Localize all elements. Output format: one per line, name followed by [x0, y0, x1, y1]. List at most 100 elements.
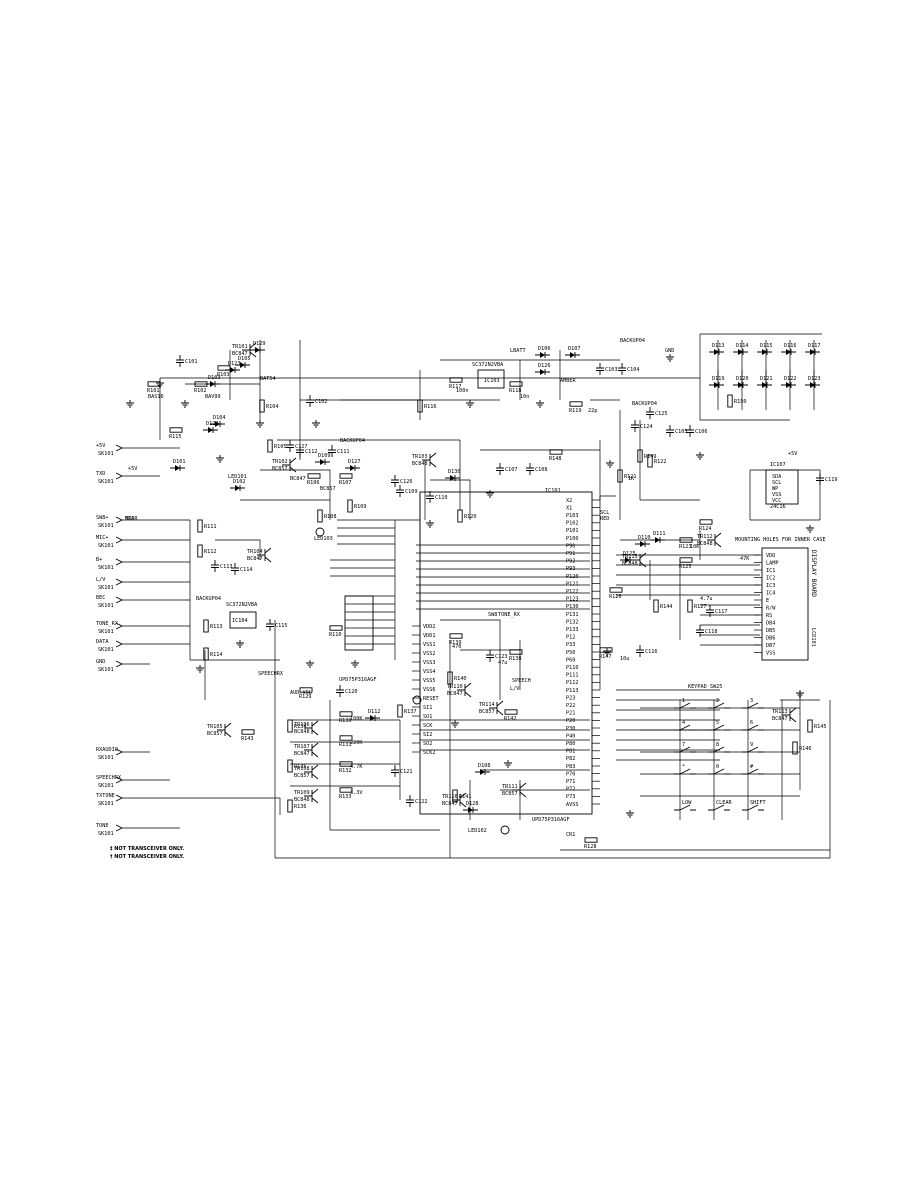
- eeprom-pin-label: VCC: [772, 498, 781, 504]
- transistor-symbol: [217, 722, 232, 738]
- diode-bar: [345, 465, 360, 471]
- mcu-pin-label: P82: [566, 756, 575, 762]
- mcu-pin-label: VSS2: [423, 651, 436, 657]
- diode-ref: D114: [736, 343, 749, 349]
- keypad-switch: [674, 724, 696, 731]
- capacitor-plates: [526, 463, 534, 475]
- diode-bar: [565, 352, 580, 358]
- transistor-ref: TR109: [294, 790, 310, 796]
- ground-symbol: [466, 400, 474, 408]
- led-ref: LED103: [314, 536, 333, 542]
- mcu-pin-label: VDD2: [423, 624, 436, 630]
- mcu-pin-label: P130: [566, 604, 579, 610]
- ground-symbol: [451, 720, 459, 728]
- capacitor-ref: C104: [627, 367, 640, 373]
- capacitor-plates: [426, 491, 434, 503]
- resistor-ref: R147: [599, 654, 612, 660]
- diode-ref: D116: [784, 343, 797, 349]
- capacitor-ref: C116: [645, 649, 658, 655]
- transistor-ref: TR114: [479, 702, 495, 708]
- lcd-pin-label: IC1: [766, 568, 775, 574]
- resistor-body: [792, 741, 798, 755]
- ground-symbol: [126, 400, 134, 408]
- net-label: AMBER: [560, 378, 576, 384]
- capacitor-plates: [306, 395, 314, 407]
- keypad-switch: [742, 724, 764, 731]
- capacitor-ref: C107: [505, 467, 518, 473]
- part-value: 100n: [456, 388, 469, 394]
- net-label: SDA: [125, 516, 135, 522]
- resistor-body: [147, 381, 161, 387]
- part-value: 4.7K: [350, 764, 363, 770]
- capacitor-ref: C118: [705, 629, 718, 635]
- resistor-ref: R109: [354, 504, 367, 510]
- capacitor-ref: C105: [675, 429, 688, 435]
- capacitor-plates: [706, 605, 714, 617]
- keypad-key-label: 6: [750, 720, 753, 726]
- net-label: BACKUP04: [620, 338, 645, 344]
- mcu-pin-label: P22: [566, 703, 575, 709]
- footnote-2: † NOT TRANSCEIVER ONLY.: [110, 854, 184, 860]
- diode-ref: D122: [784, 376, 797, 382]
- capacitor-plates: [328, 445, 336, 457]
- diode-ref: D103: [208, 375, 221, 381]
- resistor-ref: R137: [404, 709, 417, 715]
- transistor-type: BC848: [622, 561, 638, 567]
- resistor-body: [339, 787, 353, 793]
- eeprom-pin-label: SCL: [772, 480, 781, 486]
- keypad-switch: [708, 724, 730, 731]
- resistor-ref: R121: [624, 474, 637, 480]
- led-ref: LED101: [228, 474, 247, 480]
- keypad-key-label: SHIFT: [750, 800, 766, 806]
- keypad-switch: [674, 768, 696, 775]
- transistor-symbol: [422, 452, 437, 468]
- ground-symbol: [236, 640, 244, 648]
- capacitor-plates: [211, 560, 219, 572]
- part-value: 47u: [498, 660, 507, 666]
- mcu-pin-label: P123: [566, 597, 579, 603]
- connector-label: TONE: [96, 823, 109, 829]
- resistor-ref: R140: [454, 676, 467, 682]
- diode-ref: D121: [760, 376, 773, 382]
- resistor-ref: R118: [509, 388, 522, 394]
- diode-bar: [225, 367, 240, 373]
- resistor-body: [807, 719, 813, 733]
- net-label: LBATT: [510, 348, 526, 354]
- mcu-pin-label: P30: [566, 726, 575, 732]
- diode-ref: D106: [538, 346, 551, 352]
- capacitor-plates: [496, 463, 504, 475]
- connector-label: TXTONE: [96, 793, 115, 799]
- mcu-pin-label: P70: [566, 771, 575, 777]
- capacitor-ref: C101: [185, 359, 198, 365]
- resistor-body: [339, 473, 353, 479]
- connector-pin: [115, 794, 124, 802]
- resistor-ref: R114: [210, 652, 223, 658]
- keypad-switch: [674, 702, 696, 709]
- mcu-pin-label: P110: [566, 665, 579, 671]
- diode-bar: [635, 541, 650, 547]
- ic104-ref: IC104: [232, 618, 248, 624]
- net-label: AUD.VOL: [290, 690, 312, 696]
- lcd-ref: LCD101: [810, 628, 816, 647]
- capacitor-plates: [618, 363, 626, 375]
- lcd-pin-label: R/W: [766, 605, 776, 611]
- connector-ref: SK101: [98, 523, 114, 529]
- resistor-body: [287, 759, 293, 773]
- connector-ref: SK101: [98, 479, 114, 485]
- capacitor-ref: C115: [275, 623, 288, 629]
- resistor-ref: R106: [307, 480, 320, 486]
- mcu-pin-label: P60: [566, 657, 575, 663]
- capacitor-ref: C106: [695, 429, 708, 435]
- resistor-body: [452, 789, 458, 803]
- connector-pin: [115, 748, 124, 756]
- resistor-body: [637, 449, 643, 463]
- transistor-type: BC848: [697, 541, 713, 547]
- lcd-pin-label: DB5: [766, 628, 775, 634]
- capacitor-plates: [486, 650, 494, 662]
- transistor-type: BC847: [294, 751, 310, 757]
- resistor-ref: R117: [449, 384, 462, 390]
- diode-bar: [445, 475, 460, 481]
- mcu-pin-label: VSS5: [423, 678, 436, 684]
- transistor-symbol: [489, 700, 504, 716]
